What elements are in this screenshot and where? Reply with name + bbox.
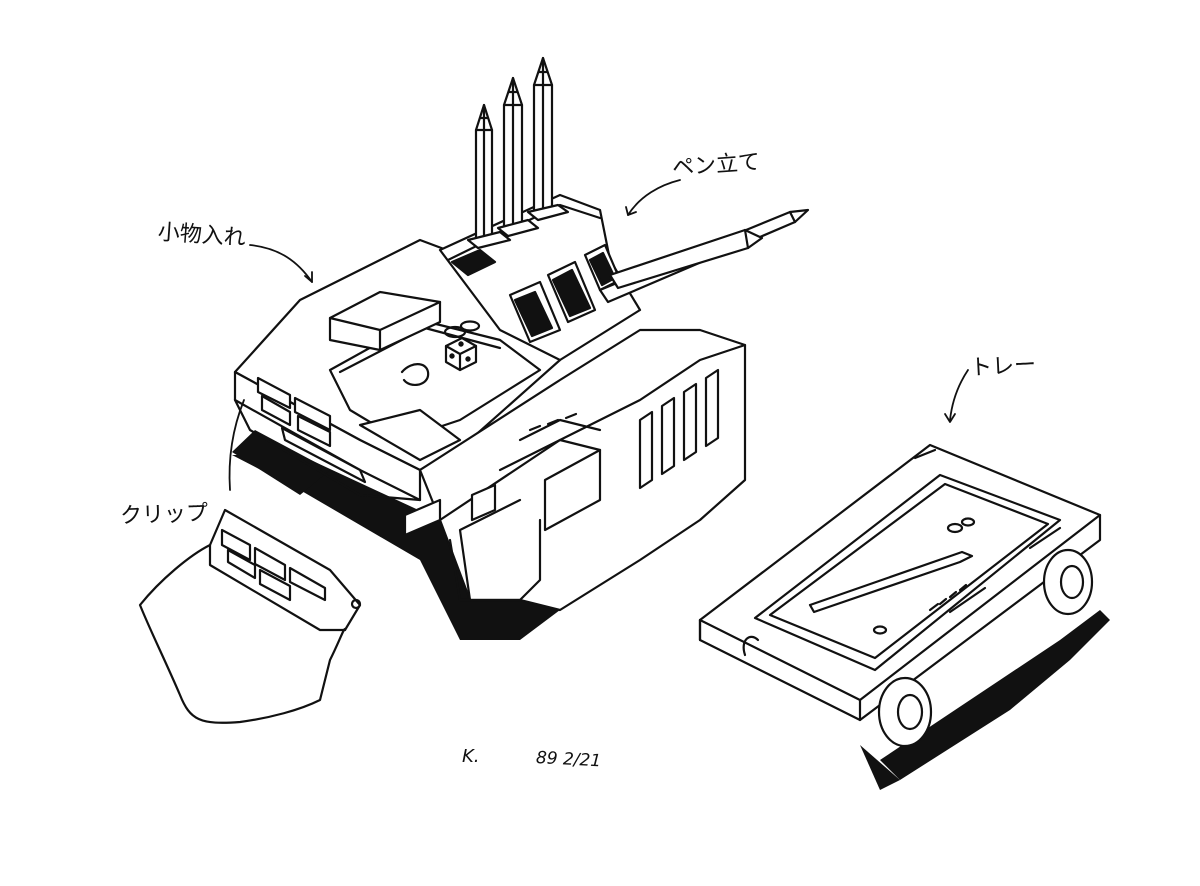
label-small-items-box: 小物入れ xyxy=(156,220,247,252)
annotation-arrows xyxy=(228,179,969,491)
desk-organizer-drawing xyxy=(232,56,810,640)
tray-drawing xyxy=(698,443,1110,790)
clip-drawing xyxy=(138,508,362,724)
label-pen-stand: ペン立て xyxy=(671,149,761,181)
artist-signature: K. xyxy=(462,746,480,767)
label-tray: トレー xyxy=(969,352,1037,381)
label-clip: クリップ xyxy=(119,500,209,529)
sketch-date: 89 2/21 xyxy=(535,748,602,772)
